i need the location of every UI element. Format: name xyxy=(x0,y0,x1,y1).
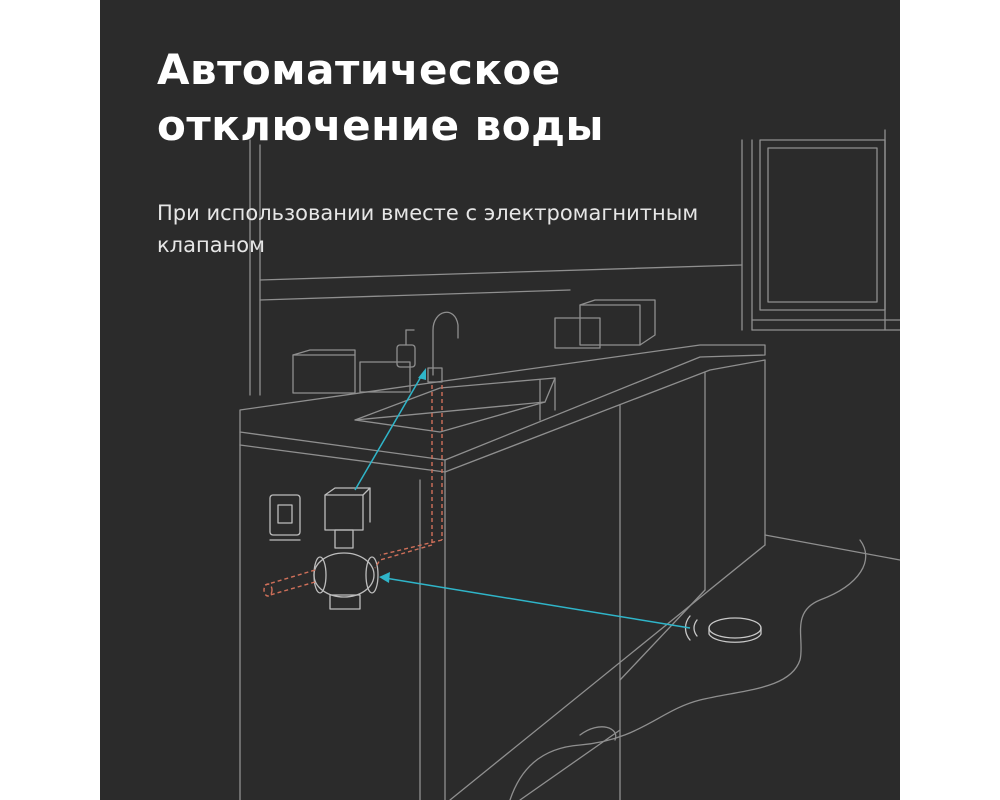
floor-lines xyxy=(449,534,900,800)
product-feature-card: Автоматическое отключение воды При испол… xyxy=(100,0,900,800)
feature-description: При использовании вместе с электромагнит… xyxy=(157,201,699,257)
indicator-arrows xyxy=(354,368,691,629)
cabinet xyxy=(239,359,766,800)
water-pipes xyxy=(263,385,443,597)
window xyxy=(751,139,900,331)
wall-boxes xyxy=(292,299,656,394)
soap-dispenser-icon xyxy=(396,329,416,368)
water-leak-sensor-icon xyxy=(684,615,762,643)
solenoid-valve-icon xyxy=(313,487,379,610)
page-title: Автоматическое отключение воды xyxy=(157,45,605,150)
faucet-icon xyxy=(427,311,459,383)
water-puddle xyxy=(509,539,867,800)
valve-controller-icon xyxy=(269,494,301,541)
countertop xyxy=(239,344,766,473)
bathroom-illustration xyxy=(239,129,900,800)
